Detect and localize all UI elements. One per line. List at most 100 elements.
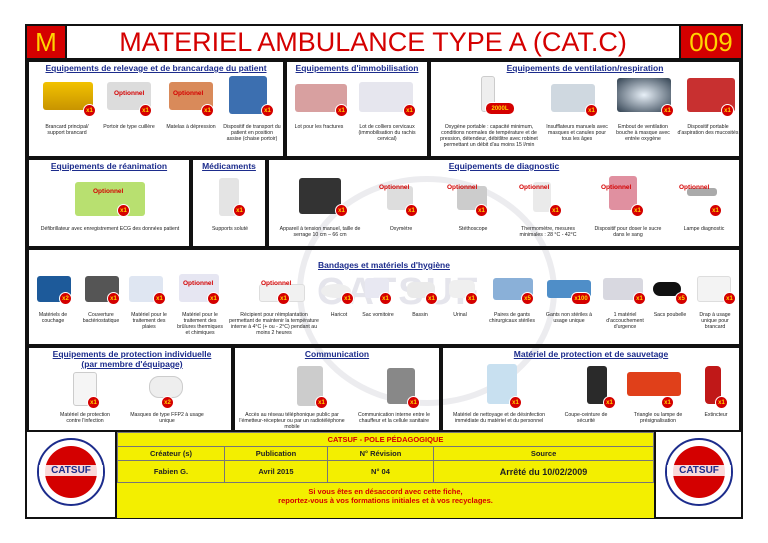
section-title: Equipements de réanimation (50, 161, 168, 171)
item-caption: Gants non stériles à usage unique (545, 312, 593, 324)
section-sauvetage: Matériel de protection et de sauvetage x… (441, 346, 741, 432)
item-caption: Insufflateurs manuels avec masques et ca… (546, 124, 608, 142)
section-title: Equipements de diagnostic (448, 161, 560, 171)
item-caption: Dispositif portable d'aspiration des muc… (677, 124, 739, 136)
quantity-badge: x5 (521, 292, 534, 305)
quantity-badge: x1 (277, 292, 290, 305)
footer-note-1: Si vous êtes en désaccord avec cette fic… (308, 487, 463, 496)
publication-value: Avril 2015 (224, 460, 328, 483)
item-caption: Matériels de couchage (38, 312, 68, 324)
section-relevage: Equipements de relevage et de brancardag… (27, 60, 285, 158)
quantity-badge: x1 (153, 292, 166, 305)
quantity-badge: x1 (405, 204, 418, 217)
quantity-badge: x1 (709, 204, 722, 217)
quantity-badge: x100 (571, 292, 591, 305)
item-caption: Paires de gants chirurgicaux stériles (489, 312, 535, 324)
equipment-sheet: CATSUF M MATERIEL AMBULANCE TYPE A (CAT.… (25, 24, 743, 519)
item-caption: Dispositif pour doser le sucre dans le s… (594, 226, 662, 238)
section-immobilisation: Equipements d'immobilisation x1 x1 Lot p… (285, 60, 429, 158)
item-caption: Haricot (330, 312, 348, 318)
item-caption: Stéthoscope (458, 226, 488, 232)
defibrillator-image (75, 182, 145, 216)
section-communication: Communication x1 x1 Accès au réseau télé… (233, 346, 441, 432)
creator-value: Fabien G. (116, 460, 226, 483)
quantity-badge: x1 (723, 292, 736, 305)
item-caption: Appareil à tension manuel, taille de ser… (279, 226, 361, 238)
revision-value: N° 04 (326, 460, 435, 483)
catsuf-logo-left: CATSUF (37, 438, 105, 506)
quantity-badge: 2000L (485, 102, 515, 115)
section-medicaments: Médicaments x1 Supports soluté (191, 158, 267, 248)
item-caption: Oxygène portable : capacité minimum, con… (440, 124, 538, 148)
item-caption: Accès au réseau téléphonique public par … (239, 412, 345, 430)
quantity-badge: x1 (585, 104, 598, 117)
trash-bags-image (653, 282, 681, 296)
source-value: Arrêté du 10/02/2009 (433, 460, 654, 483)
glucometer-image (609, 176, 637, 210)
quantity-badge: x1 (631, 204, 644, 217)
quantity-badge: x1 (715, 396, 728, 409)
quantity-badge: x1 (661, 104, 674, 117)
section-title: Matériel de protection et de sauvetage (513, 349, 669, 359)
quantity-badge: x5 (675, 292, 688, 305)
item-caption: Bassin (412, 312, 428, 318)
quantity-badge: x1 (335, 104, 348, 117)
item-caption: Coupe-ceinture de sécurité (564, 412, 608, 424)
thermometer-image (533, 182, 551, 212)
quantity-badge: x2 (161, 396, 174, 409)
item-caption: Lot de colliers cervicaux (immobilisatio… (358, 124, 416, 142)
optional-label: Optionnel (601, 184, 632, 191)
header-letter: M (27, 26, 67, 58)
quantity-badge: x1 (465, 292, 478, 305)
section-bandages: Bandages et matériels d'hygiène Optionne… (27, 248, 741, 346)
footer-panel: CATSUF - POLE PÉDAGOGIQUE Créateur (s) P… (115, 432, 656, 518)
sheet-number: 009 (679, 26, 741, 58)
optional-label: Optionnel (93, 188, 124, 195)
quantity-badge: x1 (407, 396, 420, 409)
item-caption: Dispositif de transport du patient en po… (223, 124, 281, 142)
item-caption: Triangle ou lampe de présignalisation (633, 412, 683, 424)
optional-label: Optionnel (173, 90, 204, 97)
section-reanimation: Equipements de réanimation Optionnel x1 … (27, 158, 191, 248)
quantity-badge: x1 (207, 292, 220, 305)
header: M MATERIEL AMBULANCE TYPE A (CAT.C) 009 (27, 26, 741, 60)
item-caption: Matériel de nettoyage et de désinfection… (453, 412, 545, 424)
quantity-badge: x1 (139, 104, 152, 117)
catsuf-logo-right: CATSUF (665, 438, 733, 506)
quantity-badge: x1 (201, 104, 214, 117)
quantity-badge: x1 (107, 292, 120, 305)
quantity-badge: x1 (661, 396, 674, 409)
optional-label: Optionnel (114, 90, 145, 97)
quantity-badge: x1 (315, 396, 328, 409)
footer-header: Source (433, 446, 654, 461)
blood-pressure-image (299, 178, 341, 214)
warning-triangle-image (627, 372, 681, 396)
item-caption: Thermomètre, mesures minimales : 28 °C -… (519, 226, 577, 238)
item-caption: Couverture bactériostatique (82, 312, 120, 324)
footer-table: CATSUF - POLE PÉDAGOGIQUE Créateur (s) P… (116, 432, 654, 483)
optional-label: Optionnel (379, 184, 410, 191)
section-ventilation: Equipements de ventilation/respiration 2… (429, 60, 741, 158)
extinguisher-image (705, 366, 721, 404)
item-caption: Défibrillateur avec enregistrement ECG d… (40, 226, 180, 232)
quantity-badge: x1 (425, 292, 438, 305)
footer-header: N° Révision (326, 446, 435, 461)
section-protection-individuelle: Equipements de protection individuelle (… (27, 346, 233, 432)
item-caption: Drap à usage unique pour brancard (699, 312, 731, 330)
quantity-badge: x1 (335, 204, 348, 217)
optional-label: Optionnel (679, 184, 710, 191)
item-caption: Matelas à dépression (166, 124, 216, 130)
penlight-image (687, 188, 717, 196)
quantity-badge: x1 (261, 104, 274, 117)
item-caption: Sacs poubelle (653, 312, 687, 318)
quantity-badge: x1 (549, 204, 562, 217)
quantity-badge: x1 (721, 104, 734, 117)
logo-text: CATSUF (39, 465, 103, 476)
item-caption: Récipient pour réimplantation permettant… (229, 312, 319, 336)
quantity-badge: x1 (475, 204, 488, 217)
quantity-badge: x1 (87, 396, 100, 409)
item-caption: Sac vomitoire (362, 312, 394, 318)
ffp2-mask-image (149, 376, 183, 398)
item-caption: Embout de ventilation bouche à masque av… (616, 124, 670, 142)
item-caption: Communication interne entre le chauffeur… (357, 412, 431, 424)
